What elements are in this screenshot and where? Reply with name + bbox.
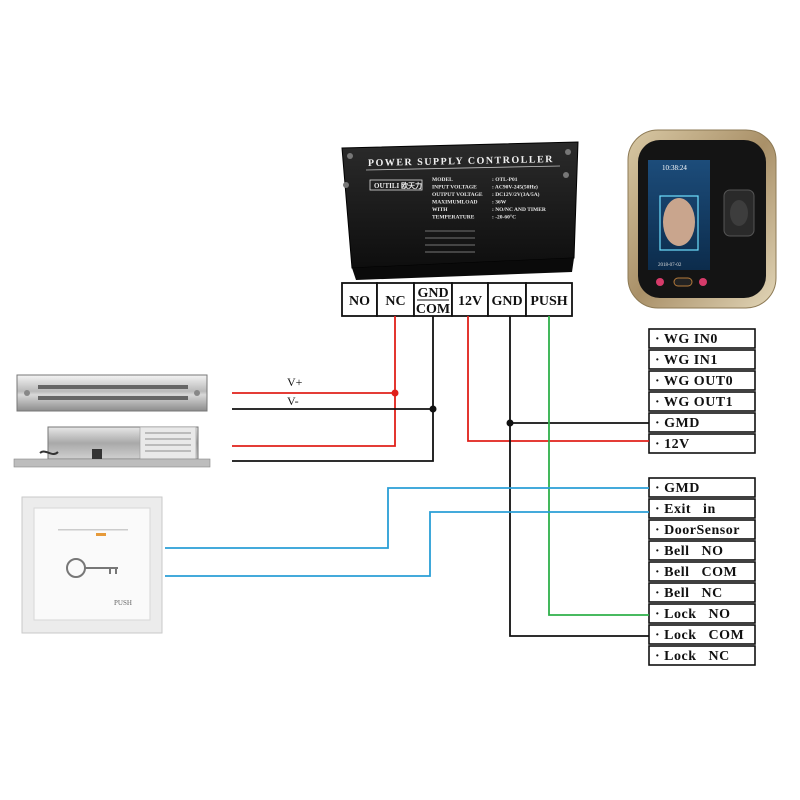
key-icon bbox=[66, 558, 118, 578]
pin-label: · Lock NO bbox=[655, 607, 731, 622]
indicator-led-icon bbox=[96, 533, 106, 536]
psu-spec-value: : NO/NC AND TIMER bbox=[492, 207, 547, 213]
terminal-label: GND bbox=[417, 286, 448, 301]
pin-row: · GMD bbox=[648, 477, 756, 498]
screw-icon bbox=[347, 153, 353, 159]
junction-dot bbox=[391, 389, 399, 397]
wire-green-push bbox=[548, 316, 649, 616]
pin-row: · Lock NO bbox=[648, 603, 756, 624]
psu-spec-key: WITH bbox=[432, 207, 448, 213]
psu-spec-key: MODEL bbox=[432, 177, 453, 183]
psu-spec-key: MAXIMUMLOAD bbox=[432, 200, 478, 206]
pin-label: · Bell NO bbox=[655, 544, 724, 559]
terminal-label: NC bbox=[385, 294, 405, 309]
wire-red-12v bbox=[467, 316, 649, 442]
wire-black-gnd-com bbox=[232, 316, 434, 462]
v-minus-label: V- bbox=[287, 394, 299, 408]
pin-row: · DoorSensor bbox=[648, 519, 756, 540]
face-image bbox=[663, 198, 695, 246]
psu-spec-value: : OTL-P01 bbox=[492, 177, 518, 183]
vent-grille bbox=[425, 230, 475, 253]
pin-label: · WG OUT1 bbox=[655, 395, 733, 410]
terminal-nc: NC bbox=[376, 282, 415, 317]
pin-label: · Bell COM bbox=[655, 565, 737, 580]
terminal-label: GND bbox=[491, 294, 522, 309]
terminal-no: NO bbox=[341, 282, 378, 317]
terminal-gnd: GND bbox=[487, 282, 527, 317]
pin-label: · Lock COM bbox=[655, 628, 744, 643]
pin-row: · Lock NC bbox=[648, 645, 756, 666]
pin-label: · WG IN1 bbox=[655, 353, 718, 368]
pin-label: · WG IN0 bbox=[655, 332, 718, 347]
screw-icon bbox=[343, 182, 349, 188]
terminal-label: NO bbox=[349, 294, 370, 309]
terminal-sub-label: COM bbox=[416, 302, 450, 317]
wire-red-nc bbox=[232, 316, 396, 447]
power-supply-controller: POWER SUPPLY CONTROLLER OUTILI 欧天力 MODEL… bbox=[341, 141, 579, 280]
v-plus-label: V+ bbox=[287, 375, 303, 389]
terminal-label: PUSH bbox=[530, 294, 567, 309]
pin-row: · Exit in bbox=[648, 498, 756, 519]
wire-blue-gmd bbox=[165, 487, 649, 549]
lock-label bbox=[139, 426, 197, 460]
pin-row: · WG OUT1 bbox=[648, 391, 756, 412]
pin-label: · Lock NC bbox=[655, 649, 730, 664]
brand-logo-frame bbox=[369, 179, 423, 191]
led-left-icon bbox=[656, 278, 664, 286]
screw-icon bbox=[563, 172, 569, 178]
wires bbox=[165, 316, 649, 637]
psu-spec-key: OUTPUT VOLTAGE bbox=[432, 192, 483, 198]
led-right-icon bbox=[699, 278, 707, 286]
junction-dot bbox=[506, 419, 514, 427]
pin-label: · GMD bbox=[655, 416, 700, 431]
face-frame bbox=[659, 195, 699, 251]
pin-label: · Exit in bbox=[655, 502, 716, 517]
pin-label: · Bell NC bbox=[655, 586, 723, 601]
pin-row: · WG IN1 bbox=[648, 349, 756, 370]
psu-title: POWER SUPPLY CONTROLLER bbox=[368, 154, 554, 169]
exit-push-button: PUSH bbox=[21, 496, 163, 634]
device-time: 10:38:24 bbox=[662, 164, 687, 172]
psu-spec-value: : 36W bbox=[492, 200, 507, 206]
face-recognition-terminal: 10:38:24 2018-07-02 bbox=[627, 129, 777, 309]
pin-row: · Bell COM bbox=[648, 561, 756, 582]
pin-label: · WG OUT0 bbox=[655, 374, 733, 389]
psu-spec-key: INPUT VOLTAGE bbox=[432, 185, 477, 191]
psu-spec-value: : -20-60°C bbox=[492, 214, 516, 221]
device-pin-list: · WG IN0 · WG IN1 · WG OUT0 · WG OUT1 · GMD ·… bbox=[648, 328, 756, 666]
junction-dot bbox=[429, 405, 437, 413]
pin-row: · WG IN0 bbox=[648, 328, 756, 349]
wire-blue-exit bbox=[165, 511, 649, 577]
exit-button-text: PUSH bbox=[114, 599, 132, 607]
magnetic-lock bbox=[13, 374, 211, 468]
fingerprint-icon bbox=[730, 200, 748, 226]
pin-label: · DoorSensor bbox=[655, 523, 740, 538]
terminal-12v: 12V bbox=[451, 282, 489, 317]
pin-row: · Lock COM bbox=[648, 624, 756, 645]
device-button bbox=[673, 277, 693, 287]
psu-spec-value: : AC90V-245(50Hz) bbox=[492, 184, 538, 191]
psu-brand: OUTILI 欧天力 bbox=[374, 181, 422, 190]
pin-row: · GMD bbox=[648, 412, 756, 433]
pin-row: · Bell NC bbox=[648, 582, 756, 603]
device-date: 2018-07-02 bbox=[658, 263, 682, 268]
wire-black-gnd bbox=[509, 316, 649, 637]
screw-icon bbox=[565, 149, 571, 155]
psu-spec-key: TEMPERATURE bbox=[432, 215, 475, 221]
pin-label: · 12V bbox=[655, 437, 690, 452]
psu-spec-value: : DC12V/2V(3A/5A) bbox=[492, 191, 540, 198]
pin-row: · Bell NO bbox=[648, 540, 756, 561]
pin-label: · GMD bbox=[655, 481, 700, 496]
terminal-push: PUSH bbox=[525, 282, 573, 317]
terminal-label: 12V bbox=[458, 294, 482, 309]
pin-row: · 12V bbox=[648, 433, 756, 454]
pin-row: · WG OUT0 bbox=[648, 370, 756, 391]
